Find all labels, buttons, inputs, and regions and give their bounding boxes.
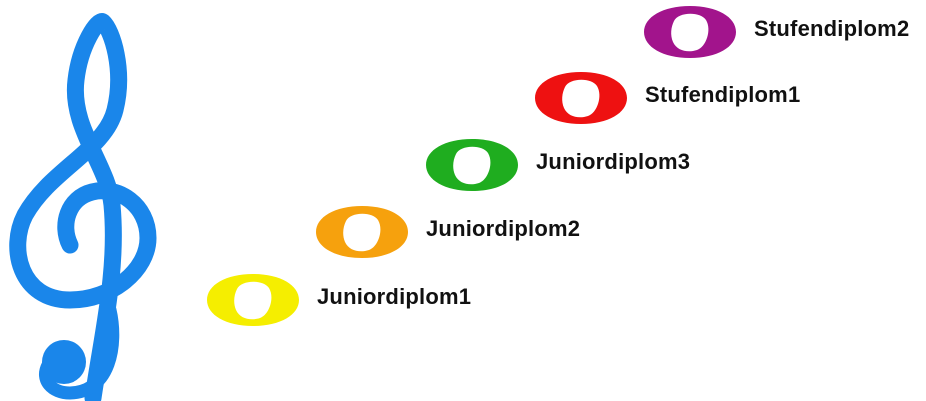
step-label: Stufendiplom1 <box>645 82 801 107</box>
step-label: Juniordiplom3 <box>536 149 691 174</box>
whole-note-icon <box>207 274 299 326</box>
step-label: Juniordiplom2 <box>426 216 581 241</box>
whole-note-icon <box>426 139 518 191</box>
whole-note-icon <box>535 72 627 124</box>
step-label: Juniordiplom1 <box>317 284 472 309</box>
whole-note-icon <box>316 206 408 258</box>
step-label: Stufendiplom2 <box>754 16 910 41</box>
treble-clef-icon <box>9 13 157 401</box>
whole-note-icon <box>644 6 736 58</box>
